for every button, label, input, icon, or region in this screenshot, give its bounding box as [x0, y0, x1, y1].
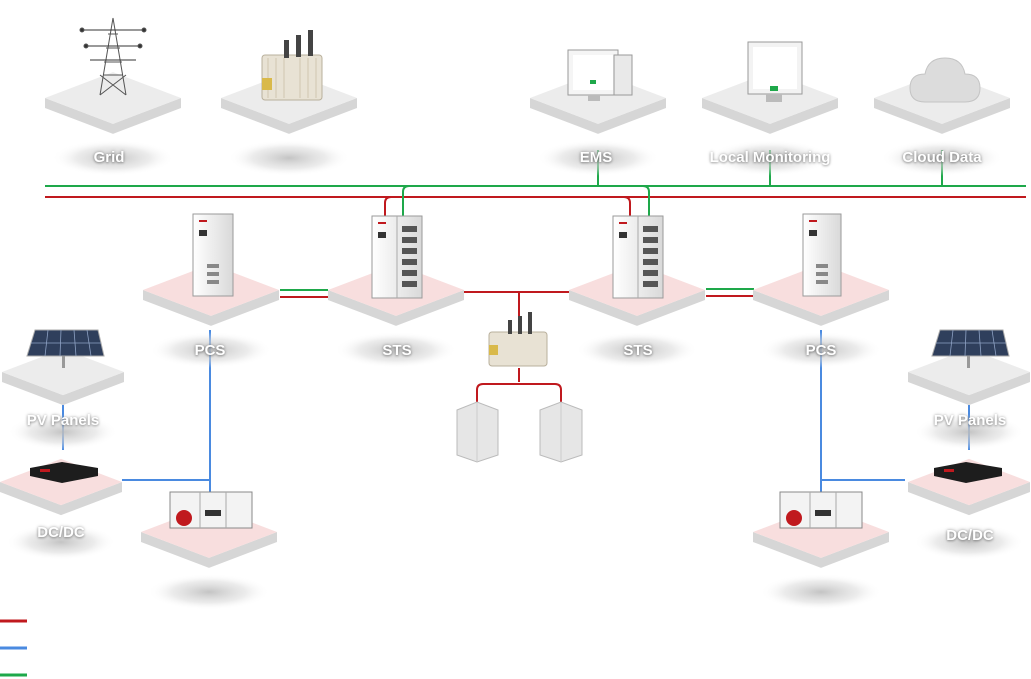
building-load-icon: [539, 401, 583, 463]
dcdc-left-label: DC/DC: [37, 524, 85, 541]
battery-rack-icon: [779, 491, 863, 529]
sts-cabinet-icon: [371, 215, 423, 299]
grid-label: Grid: [93, 149, 125, 166]
pcs-cabinet-icon: [802, 213, 842, 297]
transmission-tower-icon: [79, 17, 147, 96]
pcs-left-label: PCS: [194, 342, 226, 359]
cloud-data-label: Cloud Data: [902, 149, 982, 166]
pcs-right-label: PCS: [805, 342, 837, 359]
monitor-icon: [747, 41, 803, 102]
pcs-cabinet-icon: [192, 213, 234, 297]
dcdc-converter-icon: [934, 462, 1002, 483]
transformer-icon: [261, 30, 323, 101]
pv-left-platform: [2, 348, 124, 450]
building-load-icon: [456, 401, 499, 463]
pv-left-label: PV Panels: [26, 412, 100, 429]
solar-panel-icon: [26, 329, 105, 368]
pv-right-platform: [908, 348, 1030, 450]
battery-rack-icon: [169, 491, 253, 529]
cabinets: [192, 213, 842, 299]
sts-left-label: STS: [382, 342, 412, 359]
pv-right-label: PV Panels: [933, 412, 1007, 429]
dcdc-right-label: DC/DC: [946, 527, 994, 544]
local-monitoring-label: Local Monitoring: [709, 149, 831, 166]
grid-platform: [45, 72, 181, 176]
ems-label: EMS: [579, 149, 613, 166]
ac-connections: [280, 196, 754, 405]
sts-right-label: STS: [623, 342, 653, 359]
solar-panel-icon: [931, 329, 1010, 368]
legend: [0, 619, 27, 677]
sts-cabinet-icon: [612, 215, 664, 299]
transformer-icon: [488, 312, 548, 367]
dual-monitor-icon: [567, 49, 633, 101]
cloud-icon: [909, 57, 981, 103]
dcdc-converter-icon: [30, 462, 98, 483]
